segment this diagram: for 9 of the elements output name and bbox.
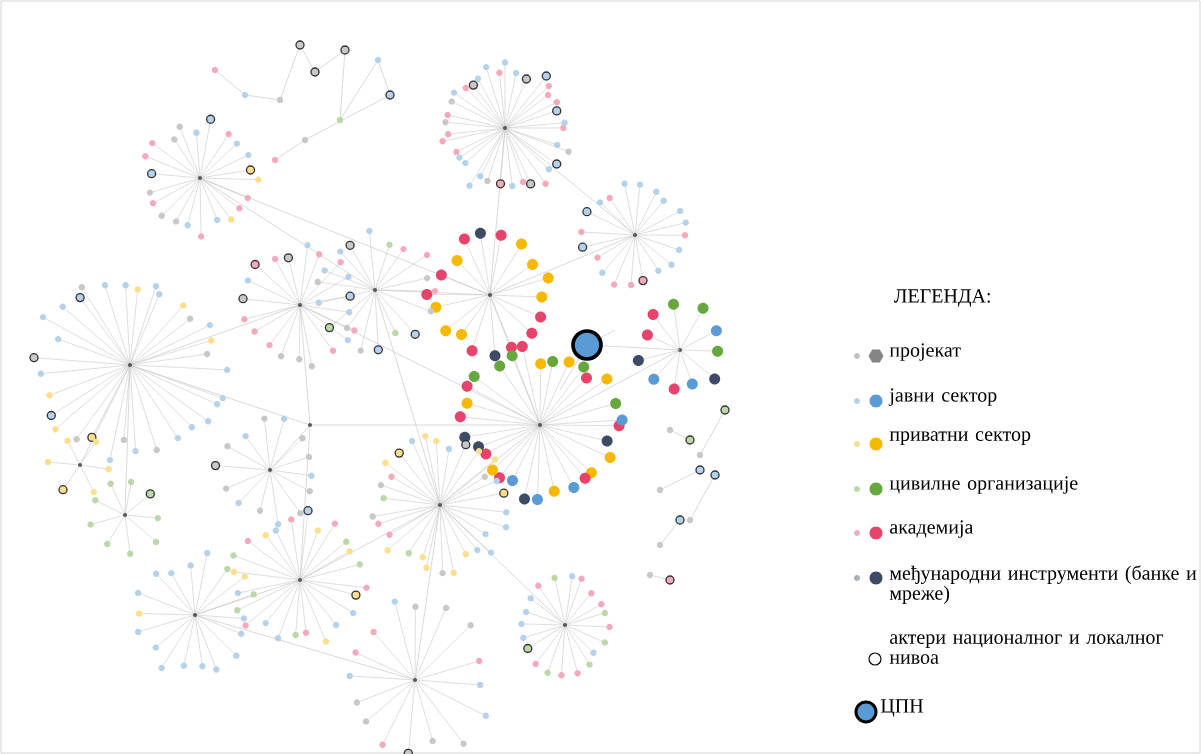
legend-heading: ЛЕГЕНДА: bbox=[894, 289, 990, 307]
legend-label: пројекат bbox=[889, 343, 961, 361]
legend-label: јавни сектор bbox=[888, 388, 997, 406]
legend-label: приватни сектор bbox=[889, 431, 1031, 445]
legend-label: академија bbox=[890, 520, 974, 538]
legend-label: међународни инструменти (банке и мреже) bbox=[889, 565, 1197, 604]
legend-label: ЦПН bbox=[880, 699, 924, 717]
legend-label: цивилне организације bbox=[889, 476, 1078, 494]
legend-label: актери националног и локалног нивоа bbox=[889, 634, 1164, 664]
